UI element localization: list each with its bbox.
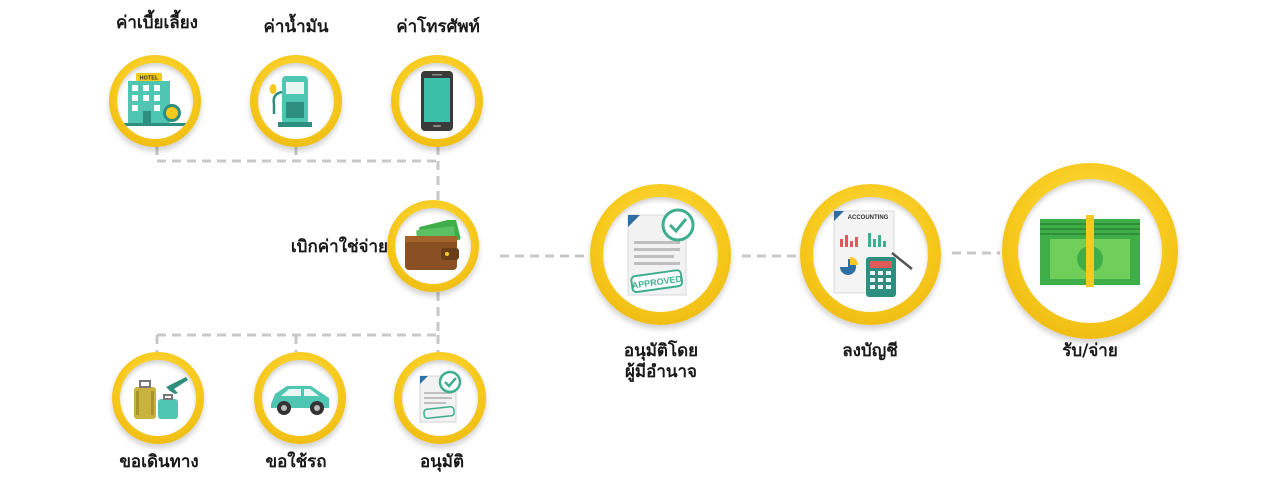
withdraw-node: [387, 200, 479, 292]
approve-authority-label-line1: อนุมัติโดย: [623, 341, 699, 361]
phone-label: ค่าโทรศัพท์: [396, 17, 480, 37]
accounting-label: ลงบัญชี: [842, 341, 898, 361]
fuel-label: ค่าน้ำมัน: [263, 17, 329, 37]
approve-small-label: อนุมัติ: [419, 452, 465, 472]
fuel-pump-icon: [269, 75, 312, 127]
accounting-node: ACCOUNTING: [800, 184, 941, 325]
pay-label: รับ/จ่าย: [1062, 341, 1118, 361]
accounting-doc-title: ACCOUNTING: [848, 215, 889, 221]
approved-document-icon: [419, 370, 462, 423]
approved-document-icon: APPROVED: [627, 208, 695, 296]
car-icon: [270, 385, 329, 415]
fuel-node: [250, 55, 342, 147]
smartphone-icon: [420, 70, 453, 131]
phone-node: [391, 55, 483, 147]
car-node: [254, 352, 346, 444]
travel-node: [112, 352, 204, 444]
allowance-node: HOTEL: [109, 55, 201, 147]
approve-authority-label-line2: ผู้มีอำนาจ: [624, 362, 698, 382]
accounting-calculator-icon: ACCOUNTING: [833, 210, 914, 298]
allowance-label: ค่าเบี้ยเลี้ยง: [116, 13, 198, 33]
luggage-airplane-icon: [133, 376, 188, 419]
withdraw-label: เบิกค่าใช่จ่าย: [290, 237, 388, 257]
travel-label: ขอเดินทาง: [119, 452, 199, 472]
approve-small-node: [394, 352, 486, 444]
wallet-icon: [404, 219, 461, 270]
money-bundle-icon: [1039, 214, 1140, 287]
car-label: ขอใช้รถ: [265, 452, 327, 472]
hotel-icon: HOTEL: [121, 72, 188, 126]
hotel-sign: HOTEL: [140, 75, 159, 81]
approve-authority-node: APPROVED: [590, 184, 731, 325]
pay-node: [1002, 163, 1178, 339]
